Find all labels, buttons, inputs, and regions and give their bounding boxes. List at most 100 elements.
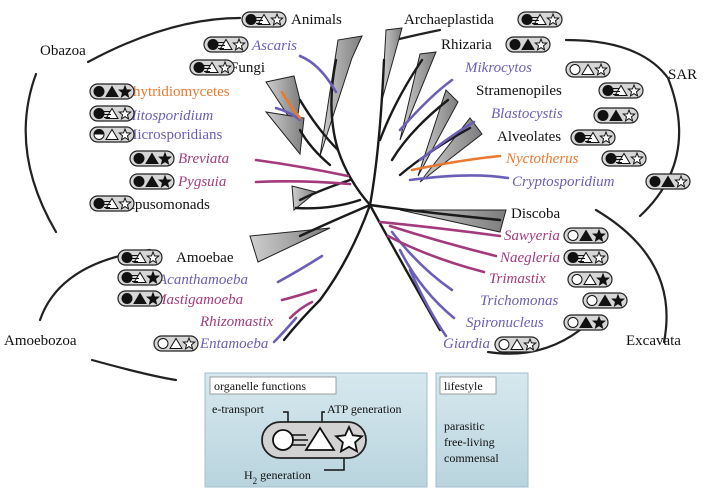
legend-commensal: commensal [444,451,499,465]
badge-circle-icon [597,110,609,121]
branch-mitosporidium [274,106,302,122]
group-label-amoebozoa: Amoebozoa [4,333,77,349]
legend-transport-lines [292,434,308,446]
commensal-branches [280,90,502,172]
taxon-trimastix: Trimastix [489,271,546,287]
group-label-sar: SAR [668,67,697,83]
legend-functions-title-box [209,376,337,395]
badge-circle-icon [121,293,133,304]
badge-star-icon [674,174,688,189]
branch-chytridiomycetes [280,90,302,120]
badge-circle-icon [121,272,133,283]
badge-star-icon [523,337,537,352]
taxon-giardia: Giardia [443,336,490,352]
badge-circle-icon [133,176,145,187]
badge-transport-lines [585,135,592,142]
branch-spironucleus [398,248,456,320]
badge-star-icon [118,106,132,121]
branch-acanthamoeba [276,254,324,284]
taxon-trichomonas: Trichomonas [480,293,559,309]
organelle-badge [117,249,163,266]
organelle-badge [153,335,199,352]
badge-circle-icon [567,252,579,263]
organelle-badge [601,150,647,167]
badge-star-icon [599,130,613,145]
badge-transport-lines [578,255,585,262]
clade-rhizaria [399,51,437,141]
branch-trichomonas [390,230,454,292]
badge-triangle-icon [614,84,628,96]
free-living-branches [254,158,502,320]
badge-circle-icon [93,86,105,97]
badge-star-icon [232,37,246,52]
taxon-pygsuia: Pygsuia [177,174,226,190]
taxon-sawyeria: Sawyeria [504,228,560,244]
badge-triangle-icon [521,38,535,50]
branch-rhizomastix [288,300,314,320]
branch [298,178,352,202]
badge-triangle-icon [617,152,631,164]
legend-free-living: free-living [444,435,495,449]
group-label-obazoa: Obazoa [40,43,86,59]
badge-circle-icon [193,62,205,73]
organelle-badge [505,36,551,53]
branch-mastigamoeba [280,288,318,302]
obazoa-arc-lower [24,72,58,234]
branch-mikrocytos [398,78,454,132]
taxon-acanthamoeba: Acanthamoeba [157,272,248,288]
organelle-badge [89,83,135,100]
legend-atp-generation: ATP generation [327,402,402,416]
legend-star-icon [334,424,364,454]
badge-star-icon [596,272,610,287]
badge-triangle-icon [133,251,147,263]
taxon-nyctotherus: Nyctotherus [505,151,579,167]
badge-triangle-icon [205,61,219,73]
taxon-cryptosporidium: Cryptosporidium [512,174,615,190]
badge-star-icon [546,12,560,27]
badge-star-icon [630,151,644,166]
taxon-mitosporidium: Mitosporidium [123,108,213,124]
badge-circle-icon [649,176,661,187]
badge-triangle-icon [661,175,675,187]
badge-star-icon [146,291,160,306]
organelle-badge [117,269,163,286]
badge-star-icon [218,60,232,75]
taxon-stramenopiles: Stramenopiles [476,83,562,99]
badge-transport-lines [104,111,111,118]
legend-circle-icon [272,429,294,451]
badge-circle-icon [121,252,133,263]
badge-triangle-icon [169,337,183,349]
branch [390,98,450,162]
badge-triangle-icon [105,107,119,119]
badge-triangle-icon [579,229,593,241]
legend-lifestyle-title-box [439,376,497,395]
legend-organelle-functions: organelle functions e-transport ATP gene… [204,372,428,488]
organelle-badge [517,11,563,28]
branch-pygsuia [254,180,352,186]
badge-circle-icon [157,338,169,349]
badge-triangle-icon [579,251,593,263]
organelle-badge [129,173,175,190]
badge-star-icon [592,315,606,330]
branch-naegleria [388,224,498,258]
organelle-badge [203,36,249,53]
organelle-badge [563,314,609,331]
taxon-spironucleus: Spironucleus [466,315,544,331]
branch [318,203,372,302]
legend-triangle-icon [304,426,336,451]
branch [282,298,322,342]
amoebozoa-arc-lower [90,358,178,382]
branch [298,98,340,152]
badge-circle-icon [567,317,579,328]
parasitic-branches [272,54,510,344]
taxon-alveolates: Alveolates [497,129,561,145]
branch-nyctotherus [410,154,502,172]
branch-sawyeria [378,220,502,238]
badge-circle-icon [605,153,617,164]
organelle-badge [563,227,609,244]
taxon-blastocystis: Blastocystis [491,106,563,122]
clade-discoba [399,209,507,233]
organelle-badge [117,290,163,307]
taxon-animals: Animals [291,12,342,28]
badge-star-icon [627,83,641,98]
